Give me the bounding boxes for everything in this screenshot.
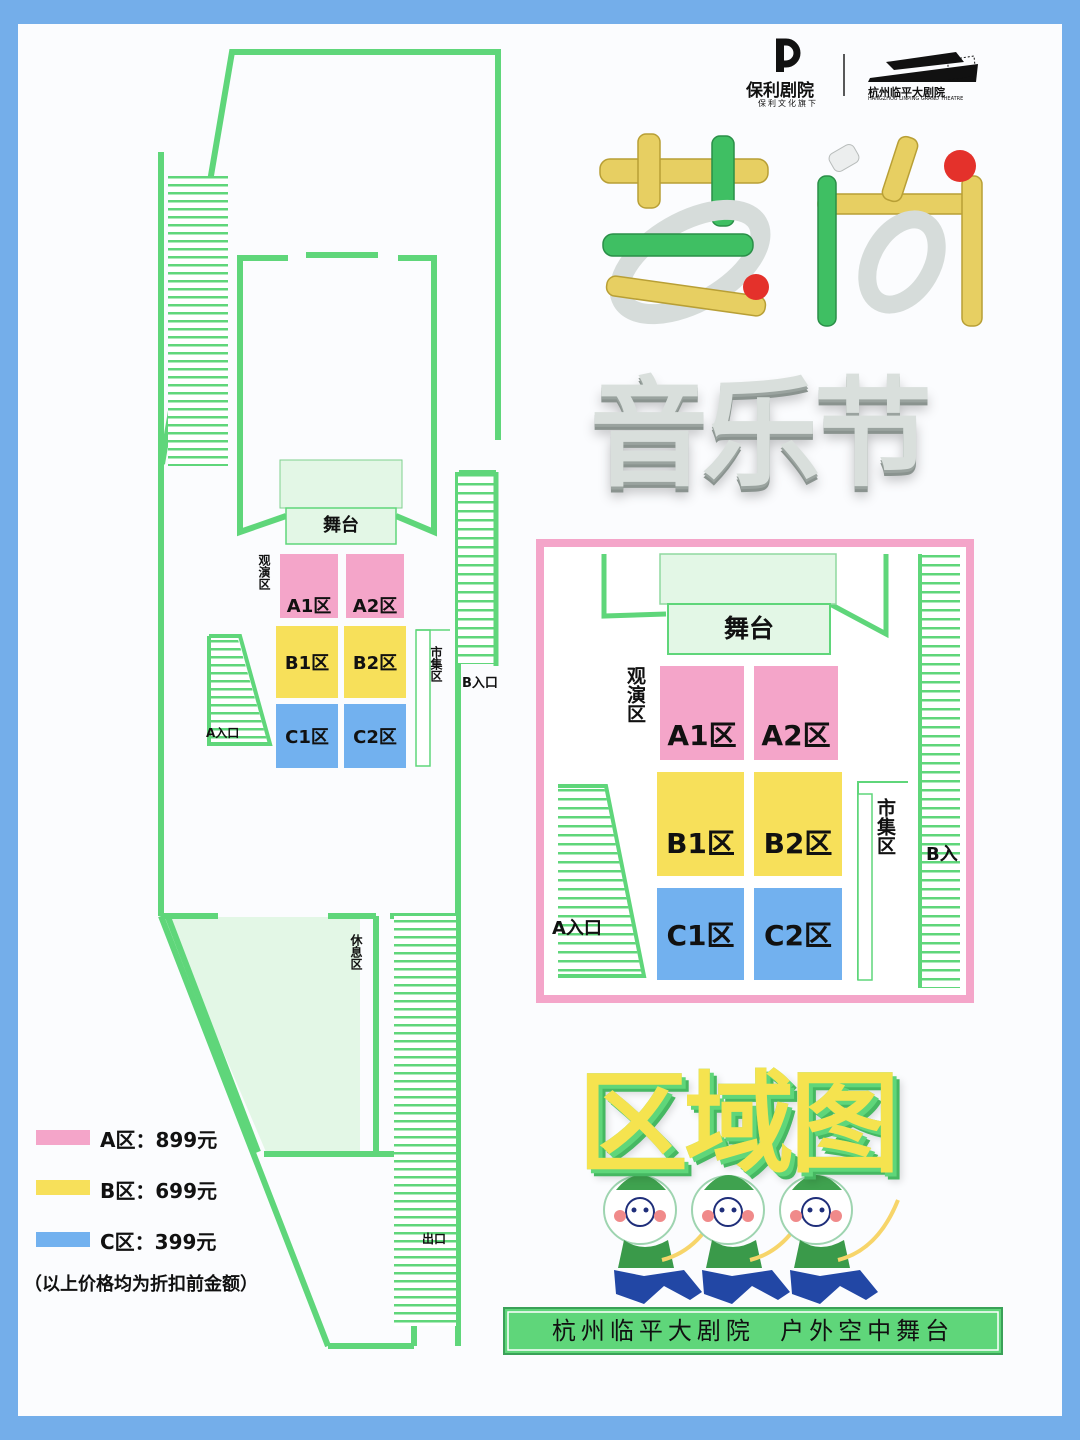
inset-zone-c2: C2区 xyxy=(754,888,842,980)
main-stage-label: 舞台 xyxy=(323,515,359,536)
main-entrance-a: A入口 xyxy=(206,726,240,740)
main-market-label: 市集区 xyxy=(429,646,443,682)
main-exit: 出口 xyxy=(422,1232,447,1246)
rest-area-shape xyxy=(166,917,360,1152)
mascot-group xyxy=(603,1175,900,1304)
legend-label-a: A区：899元 xyxy=(100,1128,218,1152)
main-zone-c2: C2区 xyxy=(344,704,406,768)
main-rest-label: 休息区 xyxy=(349,934,363,970)
inset-stairs-a xyxy=(558,786,642,976)
inset-market-label: 市集区 xyxy=(874,798,896,855)
inset-zone-a2: A2区 xyxy=(754,666,838,760)
poster: 保利剧院 保利文化旗下 杭州临平大剧院 HANGZHOU LINPING GRA… xyxy=(18,24,1062,1416)
main-zone-b1: B1区 xyxy=(276,626,338,698)
main-zone-b2: B2区 xyxy=(344,626,406,698)
legend-swatch-c xyxy=(36,1232,90,1247)
inset-stairs-b xyxy=(920,554,960,988)
theatre-logo-mark xyxy=(868,52,978,82)
legend-label-b: B区：699元 xyxy=(100,1179,217,1203)
site-map-graphics xyxy=(158,38,1003,1355)
title-zone-map: 区域图 xyxy=(578,1060,900,1188)
inset-entrance-a: A入口 xyxy=(552,918,602,939)
main-audience-label: 观演区 xyxy=(257,554,271,590)
inset-entrance-b: B入 xyxy=(926,844,958,865)
legend-note: （以上价格均为折扣前金额） xyxy=(24,1274,258,1295)
main-zone-c1: C1区 xyxy=(276,704,338,768)
title-music-festival: 音乐节 xyxy=(590,365,932,503)
legend-swatch-a xyxy=(36,1130,90,1145)
title-decor xyxy=(599,133,983,327)
inset-stage-label: 舞台 xyxy=(723,614,774,643)
inset-zone-a1: A1区 xyxy=(660,666,744,760)
legend-label-c: C区：399元 xyxy=(100,1230,217,1254)
inset-zone-c1: C1区 xyxy=(657,888,744,980)
inset-zone-b1: B1区 xyxy=(657,772,744,876)
theatre-logo-name: 杭州临平大剧院 xyxy=(868,86,945,99)
stairs-upper-left xyxy=(168,176,228,466)
legend-swatch-b xyxy=(36,1180,90,1195)
inset-audience-label: 观演区 xyxy=(624,666,646,723)
stairs-exit xyxy=(394,916,456,1326)
footer-venue: 杭州临平大剧院 户外空中舞台 xyxy=(551,1317,955,1345)
main-entrance-b: B入口 xyxy=(462,676,498,691)
poly-logo-name: 保利剧院 xyxy=(746,81,814,101)
stairs-a-entrance xyxy=(209,636,268,744)
poly-logo-mark xyxy=(776,38,801,72)
poly-logo-sub: 保利文化旗下 xyxy=(758,99,818,108)
inset-zone-b2: B2区 xyxy=(754,772,842,876)
theatre-logo-en: HANGZHOU LINPING GRAND THEATRE xyxy=(868,96,964,102)
stairs-b-entrance xyxy=(458,474,496,664)
main-zone-a1: A1区 xyxy=(280,554,338,618)
main-zone-a2: A2区 xyxy=(346,554,404,618)
